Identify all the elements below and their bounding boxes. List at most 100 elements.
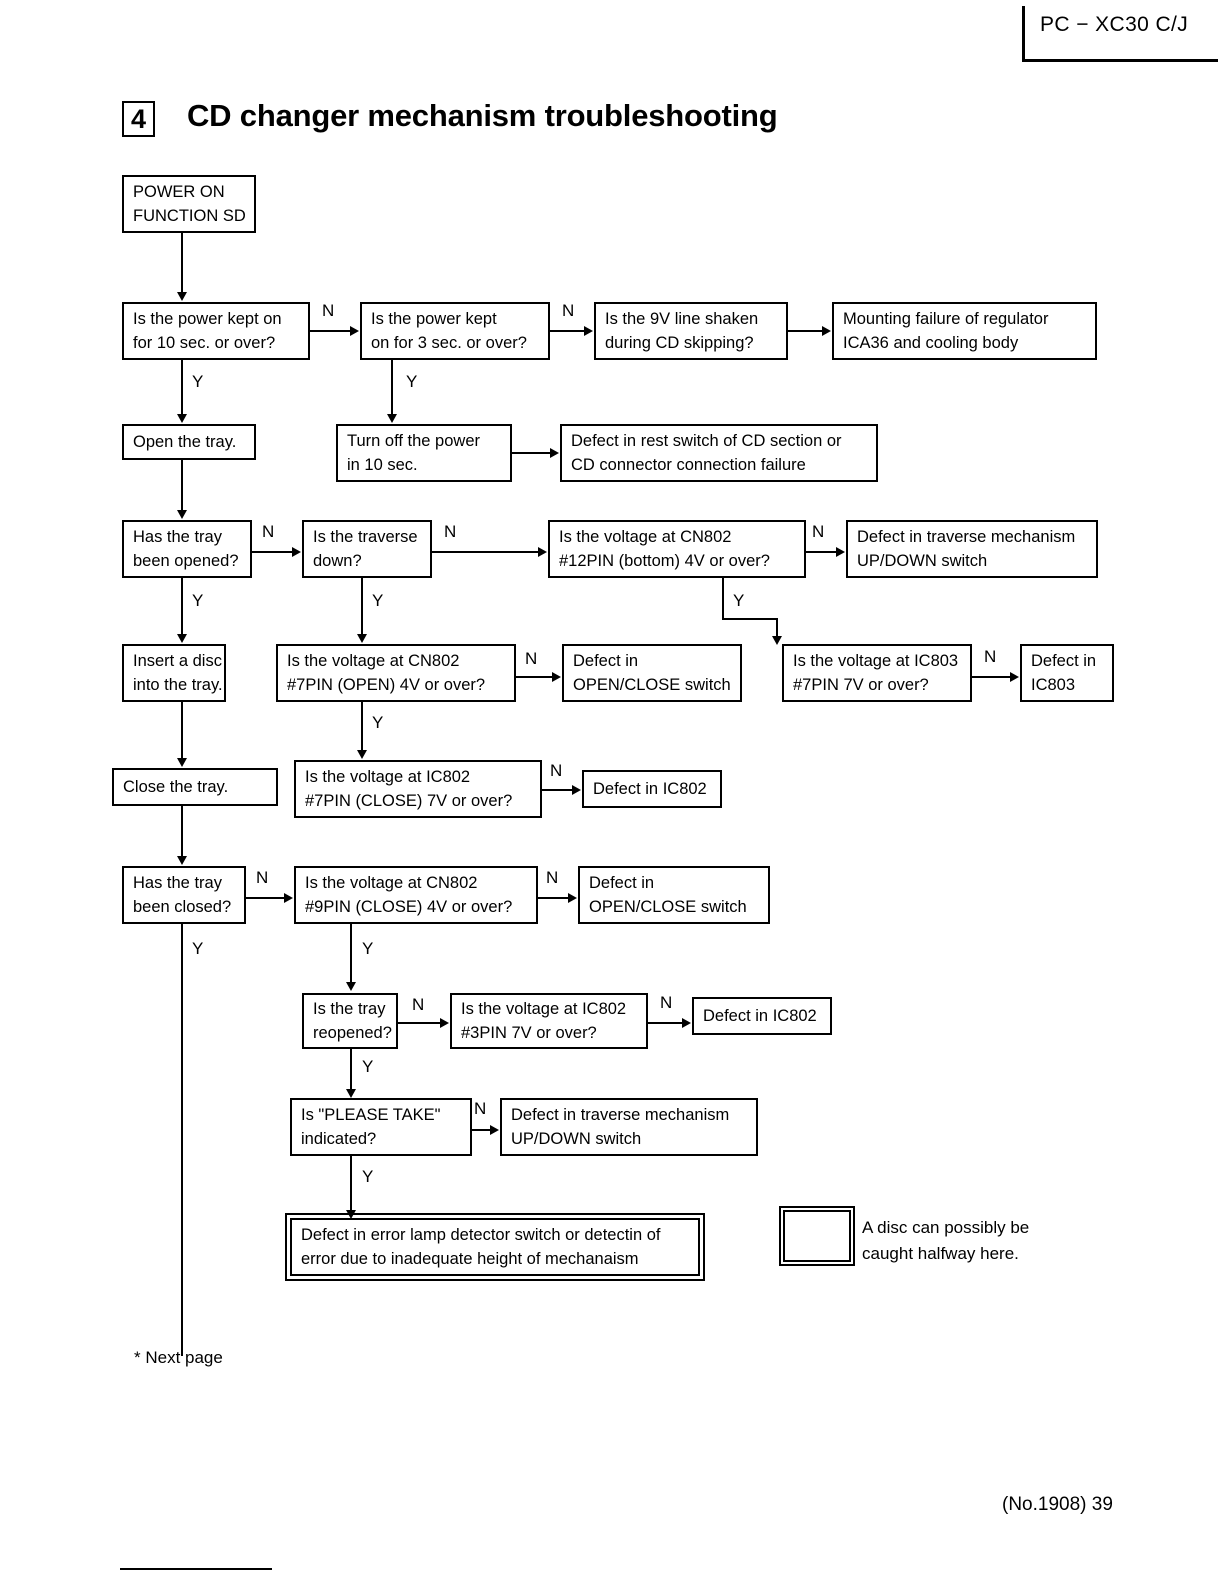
- connector-q-power10-n: [310, 330, 350, 332]
- connector-q-cn802-12-y-seg1: [722, 578, 724, 620]
- node-q-cn802-9pin: Is the voltage at CN802 #9PIN (CLOSE) 4V…: [294, 866, 538, 924]
- connector-q-ic803-n: [972, 676, 1010, 678]
- arrowhead-right: [1010, 672, 1019, 682]
- node-q-tray-closed: Has the tray been closed?: [122, 866, 246, 924]
- node-q-tray-reopened: Is the tray reopened?: [302, 993, 398, 1049]
- branch-label-y: Y: [362, 1057, 374, 1076]
- branch-label-y: Y: [362, 1167, 374, 1186]
- node-close-tray: Close the tray.: [112, 768, 278, 806]
- branch-label-n: N: [660, 993, 673, 1012]
- node-q-traverse-down: Is the traverse down?: [302, 520, 432, 578]
- node-result-traverse-updown-1: Defect in traverse mechanism UP/DOWN swi…: [846, 520, 1098, 578]
- connector-q-cn802-12-y-seg3: [776, 618, 778, 638]
- branch-label-y: Y: [406, 372, 418, 391]
- connector-q-cn802-7-y: [361, 702, 363, 750]
- branch-label-n: N: [256, 868, 269, 887]
- connector-q-trayclosed-n: [246, 897, 284, 899]
- arrowhead-right: [350, 326, 359, 336]
- branch-label-n: N: [262, 522, 275, 541]
- connector-q-traverse-y: [361, 578, 363, 634]
- arrowhead-right: [538, 547, 547, 557]
- arrowhead-right: [292, 547, 301, 557]
- arrowhead-right: [568, 893, 577, 903]
- model-number: PC − XC30 C/J: [1040, 13, 1189, 36]
- arrowhead-down: [346, 1210, 356, 1219]
- node-q-cn802-12pin: Is the voltage at CN802 #12PIN (bottom) …: [548, 520, 806, 578]
- connector-q-ic802-7-n: [542, 789, 572, 791]
- connector-q-ic802-3-n: [648, 1022, 682, 1024]
- branch-label-y: Y: [733, 591, 745, 610]
- arrowhead-down: [177, 634, 187, 643]
- footer-rule: [120, 1568, 272, 1570]
- connector-q-cn802-7-n: [516, 676, 552, 678]
- arrowhead-down: [177, 856, 187, 865]
- connector-q-pleasetake-n: [472, 1129, 490, 1131]
- node-q-tray-opened: Has the tray been opened?: [122, 520, 252, 578]
- arrowhead-down: [177, 292, 187, 301]
- branch-label-n: N: [412, 995, 425, 1014]
- node-result-openclose-2: Defect in OPEN/CLOSE switch: [578, 866, 770, 924]
- connector-start-to-q-power10: [181, 233, 183, 293]
- arrowhead-down: [346, 982, 356, 991]
- branch-label-y: Y: [362, 939, 374, 958]
- branch-label-y: Y: [372, 713, 384, 732]
- node-q-ic803-7pin: Is the voltage at IC803 #7PIN 7V or over…: [782, 644, 972, 702]
- connector-turnoff-to-restsw: [512, 452, 550, 454]
- node-q-cn802-7pin: Is the voltage at CN802 #7PIN (OPEN) 4V …: [276, 644, 516, 702]
- branch-label-y: Y: [192, 939, 204, 958]
- arrowhead-down: [357, 750, 367, 759]
- connector-q-trayclosed-y-spine: [181, 924, 183, 1356]
- branch-label-n: N: [525, 649, 538, 668]
- arrowhead-right: [836, 547, 845, 557]
- node-result-ic802-b: Defect in IC802: [692, 997, 832, 1035]
- node-result-traverse-updown-2: Defect in traverse mechanism UP/DOWN swi…: [500, 1098, 758, 1156]
- branch-label-n: N: [474, 1099, 487, 1118]
- next-page-note: * Next page: [134, 1348, 223, 1367]
- arrowhead-down: [346, 1089, 356, 1098]
- connector-q-trayopened-n: [252, 551, 292, 553]
- arrowhead-right: [490, 1125, 499, 1135]
- node-q-power-3sec: Is the power kept on for 3 sec. or over?: [360, 302, 550, 360]
- node-turn-off-power: Turn off the power in 10 sec.: [336, 424, 512, 482]
- arrowhead-right: [682, 1018, 691, 1028]
- connector-q-reopened-n: [398, 1022, 440, 1024]
- node-result-rest-switch: Defect in rest switch of CD section or C…: [560, 424, 878, 482]
- branch-label-n: N: [444, 522, 457, 541]
- node-result-openclose-1: Defect in OPEN/CLOSE switch: [562, 644, 742, 702]
- node-result-error-lamp: Defect in error lamp detector switch or …: [290, 1218, 700, 1276]
- arrowhead-right: [822, 326, 831, 336]
- branch-label-n: N: [550, 761, 563, 780]
- legend-line-1: A disc can possibly be: [862, 1218, 1030, 1237]
- branch-label-n: N: [984, 647, 997, 666]
- branch-label-n: N: [562, 301, 575, 320]
- connector-q-9v-to-regulator: [788, 330, 822, 332]
- connector-q-power10-y: [181, 360, 183, 414]
- connector-q-power3-y: [391, 360, 393, 414]
- connector-q-trayopened-y: [181, 578, 183, 634]
- node-q-ic802-3pin: Is the voltage at IC802 #3PIN 7V or over…: [450, 993, 648, 1049]
- page-title: CD changer mechanism troubleshooting: [187, 98, 778, 133]
- branch-label-y: Y: [192, 591, 204, 610]
- connector-q-cn802-12-n: [806, 551, 836, 553]
- arrowhead-right: [440, 1018, 449, 1028]
- connector-q-traverse-n: [432, 551, 538, 553]
- branch-label-n: N: [546, 868, 559, 887]
- arrowhead-right: [572, 785, 581, 795]
- arrowhead-down: [357, 634, 367, 643]
- arrowhead-down: [177, 510, 187, 519]
- arrowhead-down: [177, 414, 187, 423]
- branch-label-y: Y: [192, 372, 204, 391]
- node-open-tray: Open the tray.: [122, 424, 256, 460]
- arrowhead-right: [552, 672, 561, 682]
- section-number: 4: [122, 101, 155, 137]
- node-result-regulator: Mounting failure of regulator ICA36 and …: [832, 302, 1097, 360]
- node-q-please-take: Is "PLEASE TAKE" indicated?: [290, 1098, 472, 1156]
- connector-q-cn802-9-y: [350, 924, 352, 982]
- node-result-ic803: Defect in IC803: [1020, 644, 1114, 702]
- arrowhead-right: [284, 893, 293, 903]
- arrowhead-right: [584, 326, 593, 336]
- legend-line-2: caught halfway here.: [862, 1244, 1019, 1263]
- node-q-ic802-7pin: Is the voltage at IC802 #7PIN (CLOSE) 7V…: [294, 760, 542, 818]
- node-power-on: POWER ON FUNCTION SD: [122, 175, 256, 233]
